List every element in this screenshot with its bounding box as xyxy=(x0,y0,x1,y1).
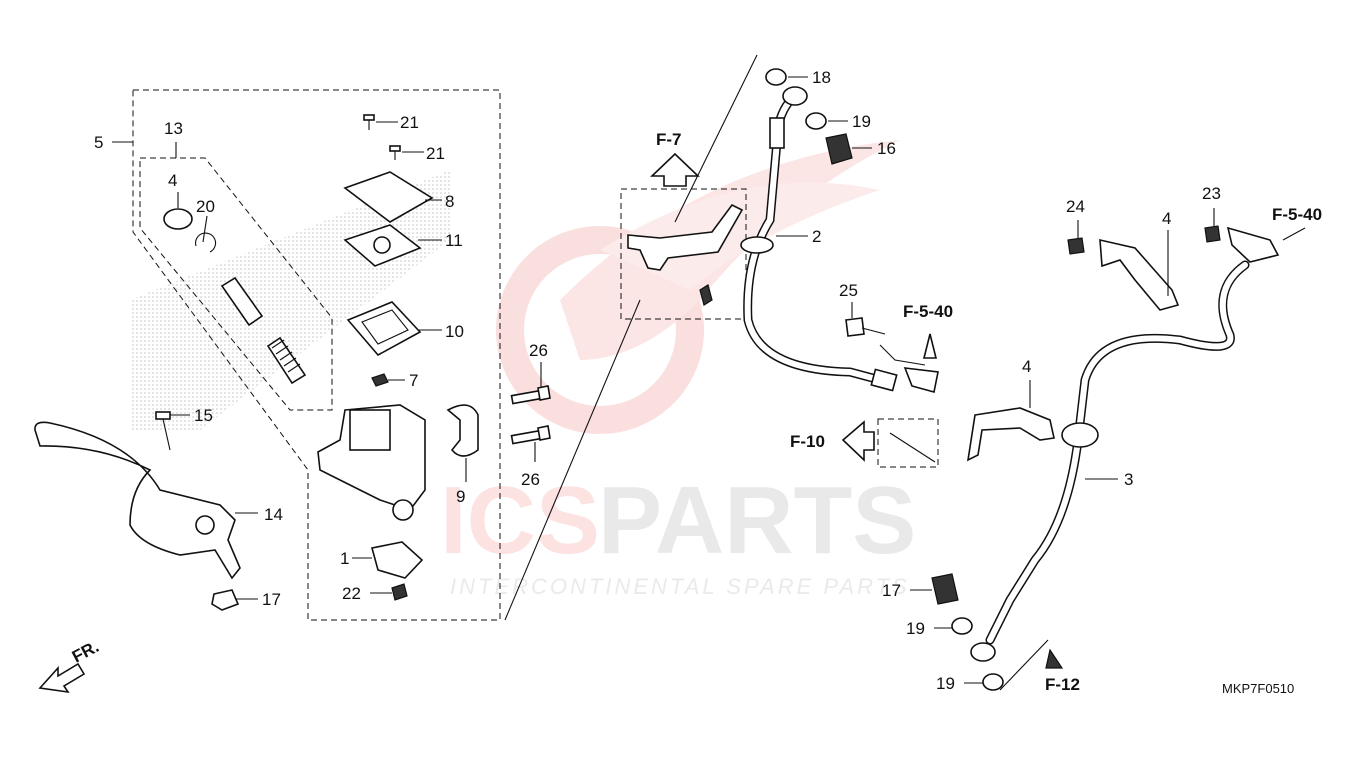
callouts: 21 21 8 11 10 7 5 13 4 20 15 14 17 9 1 2… xyxy=(94,68,1221,693)
diaphragm-12 xyxy=(346,301,422,357)
callout: 23 xyxy=(1202,184,1221,203)
callout: 14 xyxy=(264,505,283,524)
bolt-25 xyxy=(845,317,865,337)
callout: 19 xyxy=(906,619,925,638)
watermark: ICS PARTS INTERCONTINENTAL SPARE PARTS xyxy=(440,140,916,599)
bracket-4 xyxy=(1099,238,1180,311)
ref-f5-40-right: F-5-40 xyxy=(1272,205,1322,224)
callout: 9 xyxy=(456,487,465,506)
clip-20 xyxy=(195,232,217,253)
bolt-23 xyxy=(1204,225,1221,243)
callout: 17 xyxy=(882,581,901,600)
front-direction-icon: FR. xyxy=(38,637,102,694)
bracket-f7 xyxy=(627,203,744,271)
nut-18 xyxy=(211,589,240,611)
arrow-up-icon xyxy=(650,152,700,187)
callout: 8 xyxy=(445,192,454,211)
callout: 3 xyxy=(1124,470,1133,489)
watermark-brand-red: ICS xyxy=(440,467,600,574)
callout: 5 xyxy=(94,133,103,152)
callout: 4 xyxy=(1022,357,1031,376)
master-cylinder-body xyxy=(317,404,426,521)
piston-spring xyxy=(220,276,307,385)
bolt-26a xyxy=(510,385,551,405)
callout: 19 xyxy=(852,112,871,131)
callout: 21 xyxy=(426,144,445,163)
callout: 10 xyxy=(445,322,464,341)
callout: 22 xyxy=(342,584,361,603)
holder-11 xyxy=(446,404,479,457)
arrow-upright-icon xyxy=(922,333,938,359)
arrow-down-icon xyxy=(1045,648,1064,669)
brake-hose-3 xyxy=(985,260,1250,645)
section-references: F-7 F-5-40 F-5-40 F-10 F-12 xyxy=(656,130,1322,694)
bolt-26b xyxy=(510,425,551,445)
callout: 7 xyxy=(409,371,418,390)
pivot-bolt-16 xyxy=(155,411,171,451)
washer-19a xyxy=(765,68,787,86)
screw-22 xyxy=(391,583,408,601)
f7-detail-box xyxy=(620,188,747,320)
master-cylinder-assembly-box xyxy=(112,89,501,621)
callout: 17 xyxy=(262,590,281,609)
boot-7 xyxy=(163,208,193,230)
callout: 24 xyxy=(1066,197,1085,216)
banjo-bolt-17b xyxy=(931,573,959,605)
switch-1 xyxy=(371,541,424,579)
screw-21b xyxy=(389,145,401,160)
callout: 20 xyxy=(196,197,215,216)
reservoir-cap-10 xyxy=(343,171,434,223)
bracket-5 xyxy=(966,407,1055,462)
washer-19c xyxy=(951,617,973,635)
ref-f7: F-7 xyxy=(656,130,682,149)
watermark-tagline: INTERCONTINENTAL SPARE PARTS xyxy=(450,574,910,599)
arrow-left-icon xyxy=(841,420,875,462)
callout: 21 xyxy=(400,113,419,132)
screw-21a xyxy=(363,114,375,130)
callout: 2 xyxy=(812,227,821,246)
diagram-code: MKP7F0510 xyxy=(1222,681,1294,696)
direction-label: FR. xyxy=(69,637,102,667)
callout: 16 xyxy=(877,139,896,158)
callout: 26 xyxy=(521,470,540,489)
callout: 19 xyxy=(936,674,955,693)
bolt-24 xyxy=(1067,237,1085,255)
callout: 15 xyxy=(194,406,213,425)
part-9 xyxy=(371,373,389,387)
callout: 13 xyxy=(164,119,183,138)
washer-19d xyxy=(982,673,1004,691)
f10-detail-box xyxy=(877,418,939,468)
ref-f10: F-10 xyxy=(790,432,825,451)
callout: 4 xyxy=(168,171,177,190)
washer-19b xyxy=(805,112,827,130)
watermark-brand-grey: PARTS xyxy=(598,467,916,574)
banjo-bolt-17a xyxy=(825,133,853,165)
callout: 18 xyxy=(812,68,831,87)
brake-lever-15 xyxy=(34,421,241,580)
callout: 11 xyxy=(445,231,463,250)
callout: 26 xyxy=(529,341,548,360)
callout: 25 xyxy=(839,281,858,300)
watermark-logo-icon xyxy=(496,140,900,434)
ref-f5-40-middle: F-5-40 xyxy=(903,302,953,321)
leader-lines xyxy=(170,76,1306,684)
callout: 1 xyxy=(340,549,349,568)
callout: 4 xyxy=(1162,209,1171,228)
ref-f12: F-12 xyxy=(1045,675,1080,694)
